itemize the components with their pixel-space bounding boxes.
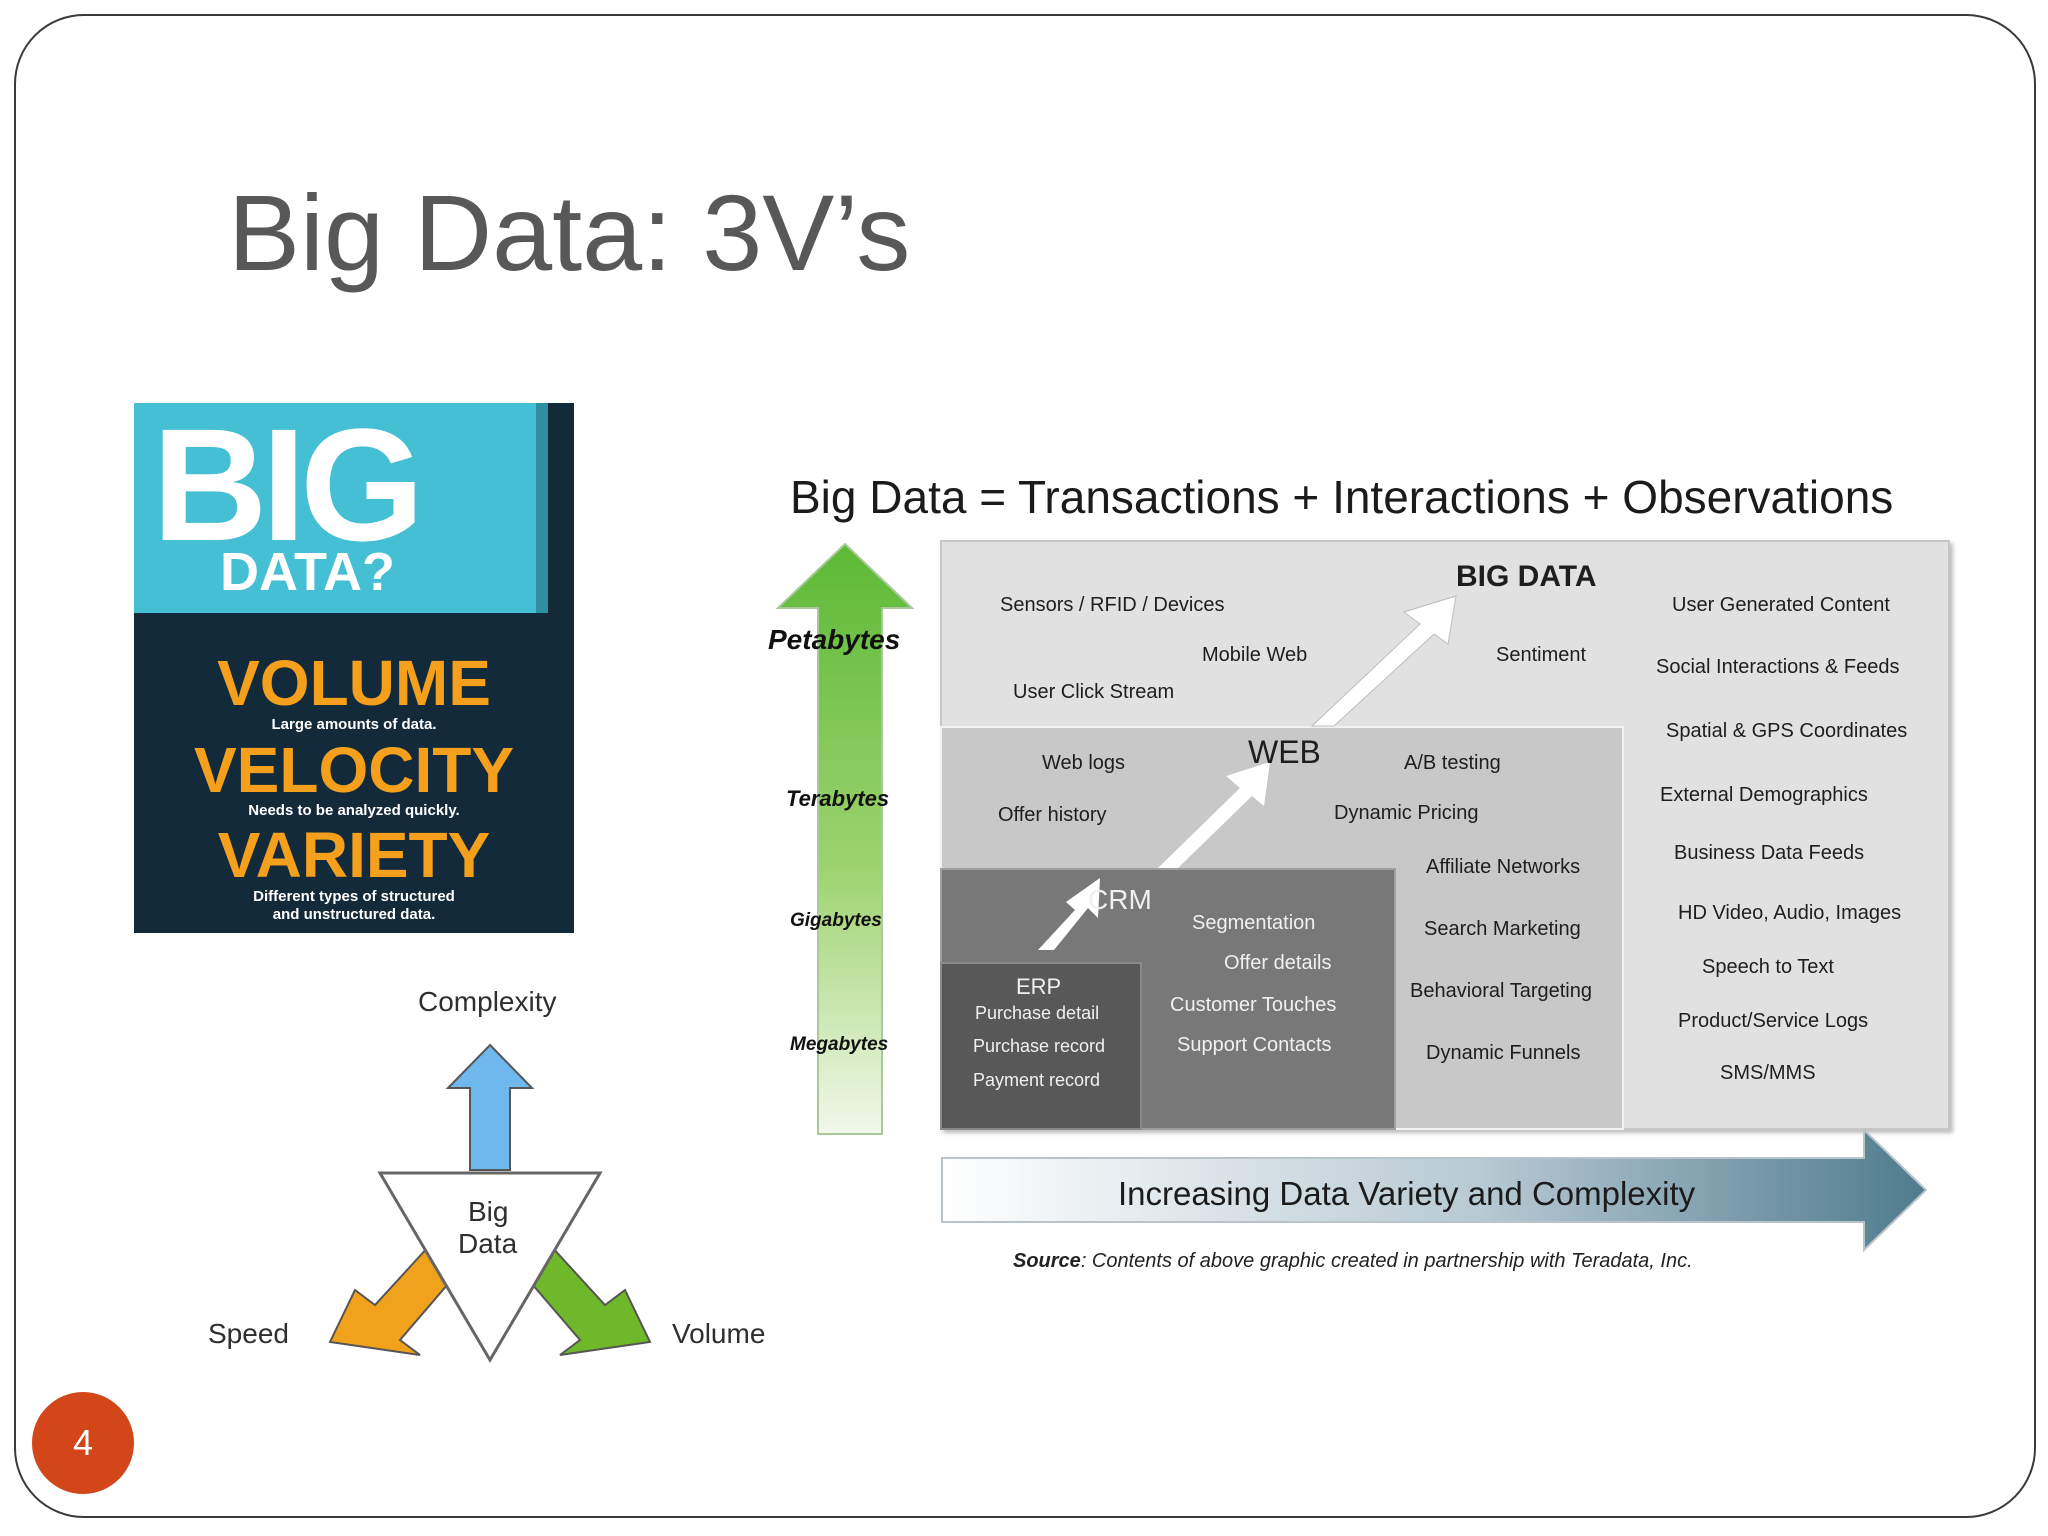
poster-variety: VARIETY bbox=[217, 819, 491, 891]
crm-erp-arrow bbox=[1038, 878, 1100, 950]
triangle-center-big: Big bbox=[468, 1196, 509, 1227]
poster-velocity: VELOCITY bbox=[193, 734, 515, 806]
poster-volume: VOLUME bbox=[217, 647, 491, 719]
big-column-item: Product/Service Logs bbox=[1678, 1010, 1869, 1032]
poster-header-edge bbox=[548, 403, 574, 613]
scale-petabytes: Petabytes bbox=[768, 624, 901, 655]
web-item: Web logs bbox=[1042, 752, 1126, 774]
variety-complexity-label: Increasing Data Variety and Complexity bbox=[1118, 1175, 1696, 1212]
source-label: Source bbox=[1013, 1250, 1081, 1272]
big-data-box-title: BIG DATA bbox=[1456, 560, 1597, 593]
erp-box bbox=[940, 962, 1142, 1130]
complexity-arrow bbox=[445, 1043, 535, 1171]
big-column-item: Social Interactions & Feeds bbox=[1656, 656, 1900, 678]
poster-big-word: BIG bbox=[152, 403, 424, 574]
source-note: Source: Contents of above graphic create… bbox=[1013, 1250, 1693, 1273]
crm-item: Customer Touches bbox=[1170, 994, 1337, 1016]
big-data-triangle bbox=[377, 1171, 603, 1363]
poster-variety-sub-2: and unstructured data. bbox=[272, 906, 436, 923]
variety-complexity-arrow bbox=[941, 1128, 1928, 1253]
scale-megabytes: Megabytes bbox=[790, 1034, 889, 1055]
big-column-item: External Demographics bbox=[1660, 784, 1868, 806]
web-item: A/B testing bbox=[1404, 752, 1501, 774]
web-column-item: Search Marketing bbox=[1424, 918, 1581, 940]
complexity-label: Complexity bbox=[418, 986, 557, 1017]
big-column-item: Business Data Feeds bbox=[1674, 842, 1865, 864]
web-column-item: Dynamic Funnels bbox=[1426, 1042, 1581, 1064]
web-column-item: Behavioral Targeting bbox=[1410, 980, 1592, 1002]
big-web-arrow bbox=[1310, 595, 1457, 727]
web-item: Dynamic Pricing bbox=[1334, 802, 1479, 824]
big-data-item: User Click Stream bbox=[1013, 681, 1175, 703]
big-column-item: HD Video, Audio, Images bbox=[1678, 902, 1902, 924]
triangle-center-data: Data bbox=[458, 1228, 518, 1259]
poster-header-shade bbox=[536, 403, 548, 613]
big-column-item: Spatial & GPS Coordinates bbox=[1666, 720, 1908, 742]
web-item: Offer history bbox=[998, 804, 1107, 826]
erp-item: Purchase record bbox=[973, 1036, 1106, 1056]
crm-item: Segmentation bbox=[1192, 912, 1316, 934]
poster-velocity-sub: Needs to be analyzed quickly. bbox=[248, 802, 460, 819]
big-column-item: Speech to Text bbox=[1702, 956, 1834, 978]
erp-item: Payment record bbox=[973, 1070, 1101, 1090]
crm-item: Offer details bbox=[1224, 952, 1332, 974]
growth-arrows bbox=[1038, 595, 1457, 950]
crm-item: Support Contacts bbox=[1177, 1034, 1332, 1056]
page-number-badge: 4 bbox=[32, 1392, 134, 1494]
scale-terabytes: Terabytes bbox=[786, 786, 890, 811]
big-data-item: Sentiment bbox=[1496, 644, 1587, 666]
big-column-item: User Generated Content bbox=[1672, 594, 1890, 616]
big-data-equation: Big Data = Transactions + Interactions +… bbox=[790, 471, 1894, 523]
scale-gigabytes: Gigabytes bbox=[790, 910, 882, 931]
speed-label: Speed bbox=[208, 1318, 289, 1349]
big-column-item: SMS/MMS bbox=[1720, 1062, 1816, 1084]
web-column-item: Affiliate Networks bbox=[1426, 856, 1581, 878]
volume-label: Volume bbox=[672, 1318, 766, 1349]
web-crm-arrow bbox=[1158, 762, 1270, 868]
source-text: : Contents of above graphic created in p… bbox=[1080, 1250, 1693, 1272]
poster-variety-sub-1: Different types of structured bbox=[253, 888, 455, 905]
big-data-poster: BIG DATA? VOLUME Large amounts of data. … bbox=[134, 403, 574, 933]
poster-header-band bbox=[134, 403, 536, 613]
erp-box-title: ERP bbox=[1016, 974, 1062, 999]
data-scale-arrow bbox=[775, 542, 915, 1135]
three-v-triangle-diagram bbox=[328, 1043, 652, 1363]
web-box-title: WEB bbox=[1248, 734, 1321, 770]
big-data-item: Sensors / RFID / Devices bbox=[1000, 594, 1225, 616]
slide-title: Big Data: 3V’s bbox=[228, 172, 911, 293]
big-data-item: Mobile Web bbox=[1202, 644, 1308, 666]
poster-data-question: DATA? bbox=[220, 542, 395, 602]
erp-item: Purchase detail bbox=[975, 1003, 1100, 1023]
poster-volume-sub: Large amounts of data. bbox=[271, 716, 437, 733]
crm-box-title: CRM bbox=[1088, 884, 1152, 915]
